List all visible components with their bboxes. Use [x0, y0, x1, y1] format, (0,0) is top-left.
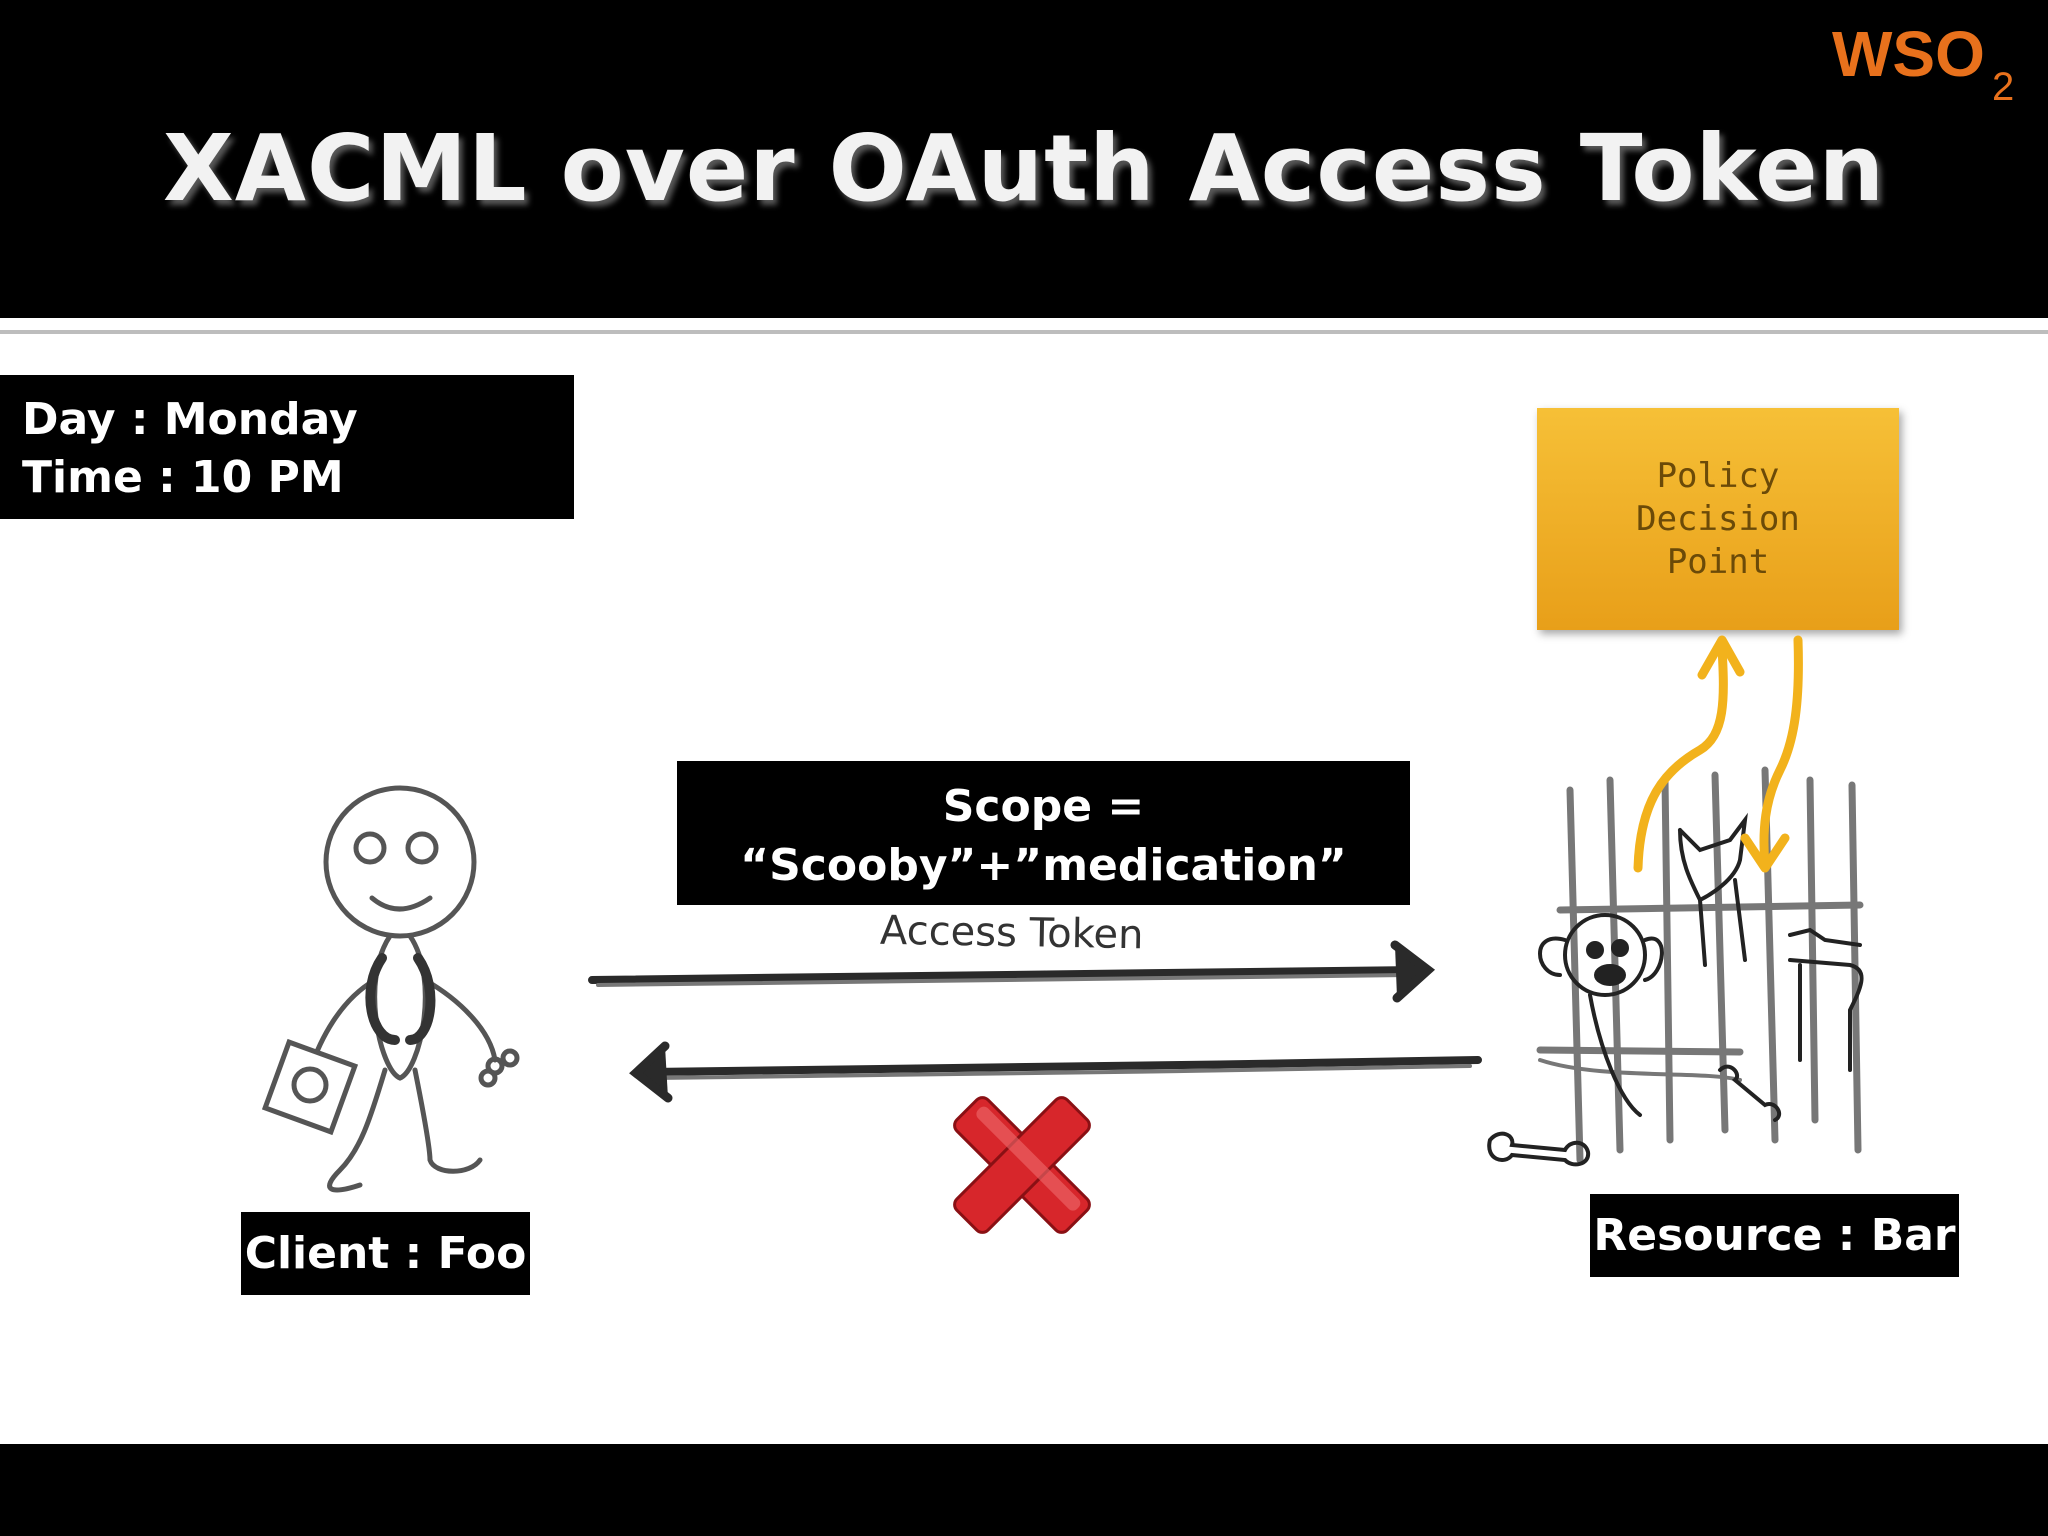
pdp-line-1: Policy	[1656, 456, 1780, 496]
pdp-request-arrow	[1633, 635, 1745, 873]
pdp-response-arrow	[1740, 635, 1803, 873]
policy-decision-point: Policy Decision Point	[1537, 408, 1899, 630]
logo-text: WSO	[1832, 18, 1985, 90]
caged-dogs-icon	[1536, 766, 1864, 1164]
footer-bar	[0, 1444, 2048, 1536]
context-box: Day : Monday Time : 10 PM	[0, 375, 574, 519]
pdp-line-3: Point	[1666, 542, 1770, 582]
header-divider-shadow	[0, 330, 2048, 334]
slide-title: XACML over OAuth Access Token	[162, 115, 1886, 222]
client-label: Client : Foo	[241, 1212, 530, 1295]
title-bar	[0, 0, 2048, 318]
resource-label: Resource : Bar	[1590, 1194, 1959, 1277]
wso2-logo: WSO 2	[1832, 18, 2014, 104]
scope-line-2: “Scooby”+”medication”	[740, 840, 1347, 891]
header-divider	[0, 322, 2048, 326]
time-label: Time : 10 PM	[22, 452, 344, 503]
scope-line-1: Scope =	[942, 781, 1145, 832]
day-label: Day : Monday	[22, 394, 358, 445]
response-arrow	[629, 1041, 1482, 1103]
access-token-arrow	[588, 940, 1436, 1003]
logo-subscript: 2	[1992, 65, 2014, 104]
dog-drawings	[1487, 812, 1864, 1167]
denied-cross-icon	[953, 1096, 1091, 1234]
pdp-line-2: Decision	[1636, 499, 1800, 539]
scope-box: Scope = “Scooby”+”medication”	[677, 761, 1410, 905]
client-stick-figure-icon	[261, 785, 520, 1193]
